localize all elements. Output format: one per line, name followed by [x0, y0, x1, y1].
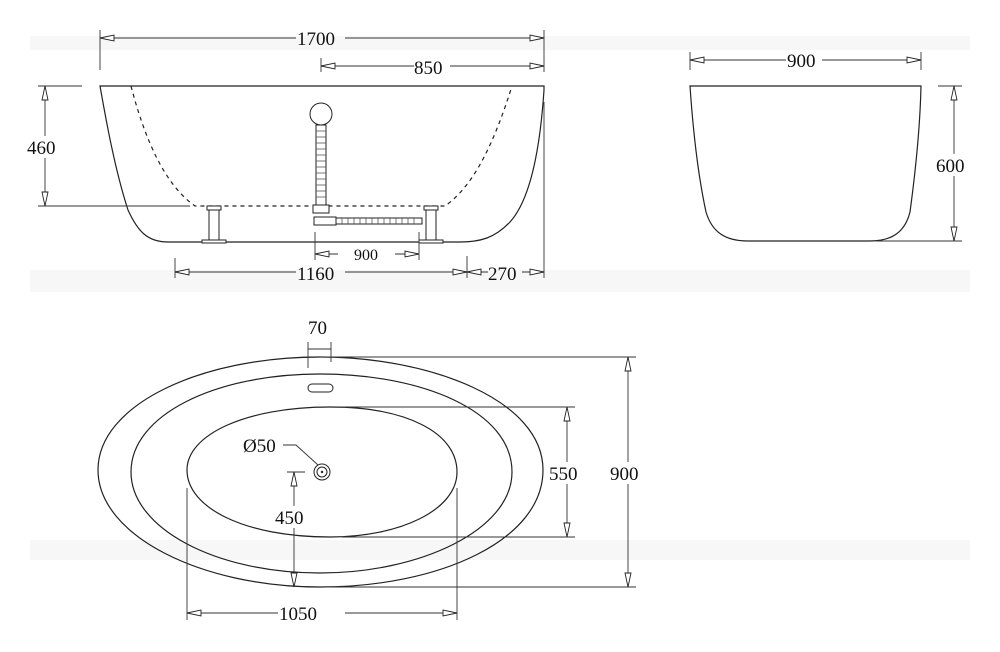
dimension-foot-to-edge: 270	[466, 264, 545, 285]
top-view: 70 Ø50 450 550	[97, 318, 648, 625]
dimension-inner-width: 550	[342, 406, 586, 538]
adjustable-foot-right	[418, 205, 444, 244]
dimension-drain-to-foot: 900	[314, 232, 420, 264]
dimension-height: 600	[876, 85, 972, 242]
adjustable-foot-left	[201, 205, 227, 244]
drain-hole	[313, 463, 331, 481]
dim-label-450: 450	[275, 508, 304, 529]
dimension-drain-offset: 450	[274, 471, 314, 588]
background-band	[30, 540, 970, 560]
dim-label-900-drain: 900	[354, 247, 378, 264]
dim-label-1050: 1050	[279, 604, 317, 625]
dim-label-1700: 1700	[297, 29, 335, 50]
tub-inner-profile	[130, 85, 513, 207]
dim-label-70: 70	[308, 318, 327, 339]
dim-label-270: 270	[488, 264, 517, 285]
dim-label-460: 460	[27, 138, 56, 159]
dim-label-diameter-50: Ø50	[243, 436, 276, 457]
front-view: 1700 850 460	[26, 29, 545, 285]
background-band	[30, 36, 970, 50]
side-view: 900 600	[689, 51, 972, 242]
background-band	[30, 270, 970, 292]
dimension-width: 900	[689, 51, 922, 72]
overflow-outlet	[307, 383, 334, 393]
dimension-overflow-width: 70	[307, 318, 332, 368]
dimension-inner-length: 1050	[186, 488, 458, 625]
dimension-inner-depth: 460	[26, 85, 190, 207]
tub-outer-profile	[99, 85, 545, 243]
dimension-feet-span: 1160	[174, 256, 468, 285]
dim-label-900-side: 900	[787, 51, 816, 72]
tub-outer-rim	[97, 356, 544, 588]
dim-label-600: 600	[936, 156, 965, 177]
dimension-overall-width: 900	[320, 356, 648, 588]
dimension-overall-length: 1700	[99, 29, 545, 72]
tub-inner-basin	[186, 406, 458, 538]
dim-label-900-top: 900	[610, 464, 639, 485]
floor-standing-faucet	[309, 102, 333, 214]
drain-pipe	[313, 216, 423, 226]
dim-label-850: 850	[414, 58, 443, 79]
tub-side-profile	[689, 85, 922, 242]
tub-middle-rim	[130, 373, 513, 574]
dimension-half-length: 850	[320, 58, 545, 79]
dim-label-550: 550	[549, 464, 578, 485]
dim-label-1160: 1160	[297, 264, 334, 285]
drain-diameter-label: Ø50	[243, 436, 319, 466]
